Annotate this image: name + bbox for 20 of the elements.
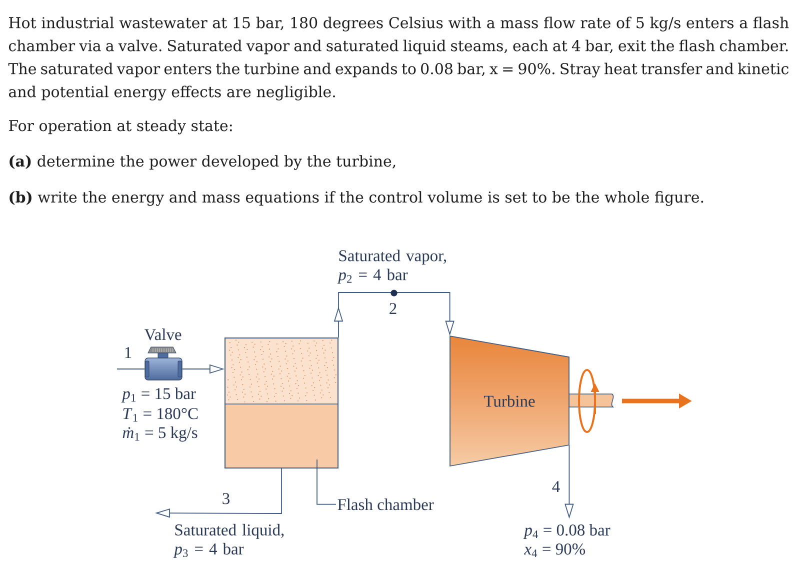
question-text: (a) determine the power developed by the turbine, bbox=[10, 155, 396, 170]
state-label: p$_{4}$ = 0.08 bar x$_{4}$ = 90% bbox=[523, 524, 610, 558]
state-label: p$_{1}$ = 15 bar bbox=[121, 388, 196, 403]
state-label: ṁ$_{1}$ = 5 kg/s bbox=[122, 426, 198, 442]
instruction-text: For operation at steady state: bbox=[9, 120, 232, 134]
state-number: 1 bbox=[125, 347, 132, 358]
valve-label: Valve bbox=[144, 328, 182, 340]
flash-chamber bbox=[224, 338, 338, 468]
flow-line bbox=[116, 368, 146, 370]
leader-line bbox=[316, 459, 336, 505]
state-label: Saturated liquid, p$_{3}$ = 4 bar bbox=[173, 524, 284, 558]
flow-line bbox=[334, 292, 454, 338]
paragraph: Hot industrial wastewater at 15 bar, 180 degrees Celsius with a mass flow rate of 5 kg/s enters a flash chamber via a valve. Saturated vapor and saturated liquid steams, each at 4 bar, exit the flash chamber. The saturated vapor enters the turbine and expands to 0.08 bar, x = 90%. Stray heat transfer and kinetic and potential energy effects are negligible. bbox=[8, 16, 789, 100]
state-number: 4 bbox=[552, 481, 560, 492]
question-text: (b) write the energy and mass equations if the control volume is set to be the whole figure. bbox=[10, 191, 704, 206]
callout-label: Flash chamber bbox=[338, 498, 434, 510]
state-label: Saturated vapor, p$_{2}$ = 4 bar bbox=[337, 250, 446, 284]
state-label: T$_{1}$ = 180°C bbox=[123, 408, 198, 422]
state-number: 2 bbox=[390, 303, 396, 314]
state-number: 3 bbox=[222, 493, 230, 504]
